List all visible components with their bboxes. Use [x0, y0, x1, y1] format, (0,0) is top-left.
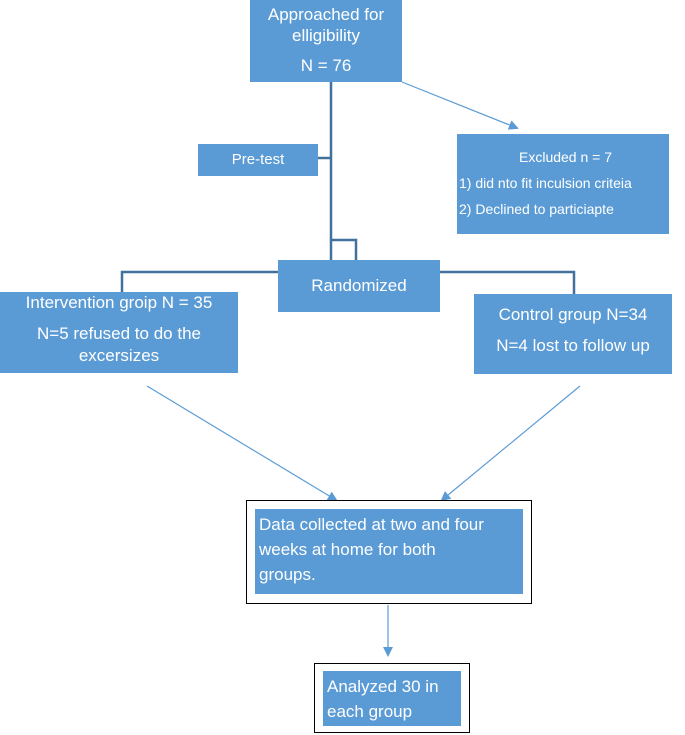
randomized-box: Randomized: [278, 260, 440, 312]
intervention-line-1: Intervention groip N = 35: [25, 293, 213, 312]
randomized-to-control-connector: [440, 270, 576, 294]
randomized-bracket-connector: [331, 238, 358, 260]
control-to-data-arrow: [440, 385, 581, 502]
approached-box: Approached for elligibility N = 76: [250, 0, 402, 82]
excluded-line-3: 2) Declined to particiapte: [459, 201, 614, 217]
data-collected-box: Data collected at two and four weeks at …: [255, 509, 523, 594]
intervention-to-data-arrow: [146, 385, 338, 502]
control-line-2: N=4 lost to follow up: [496, 336, 650, 355]
data-collected-frame: Data collected at two and four weeks at …: [246, 500, 532, 604]
randomized-label: Randomized: [311, 276, 407, 295]
approached-to-excluded-arrow: [401, 81, 519, 130]
data-collected-line-1: Data collected at two and four: [259, 515, 484, 534]
data-collected-line-2: weeks at home for both: [259, 540, 436, 559]
approached-line-3: N = 76: [300, 56, 352, 75]
excluded-box: Excluded n = 7 1) did nto fit inculsion …: [457, 134, 669, 234]
analyzed-box: Analyzed 30 in each group: [323, 671, 461, 726]
intervention-box: Intervention groip N = 35 N=5 refused to…: [0, 292, 238, 373]
intervention-line-2: N=5 refused to do the: [37, 324, 201, 343]
pretest-label: Pre-test: [231, 151, 285, 168]
randomized-to-intervention-connector: [120, 270, 278, 292]
excluded-line-1: Excluded n = 7: [519, 149, 613, 165]
approached-line-1: Approached for: [267, 5, 385, 24]
excluded-line-2: 1) did nto fit inculsion criteia: [459, 175, 632, 191]
data-collected-line-3: groups.: [259, 565, 316, 584]
control-line-1: Control group N=34: [498, 305, 648, 324]
pretest-box: Pre-test: [198, 144, 318, 176]
control-box: Control group N=34 N=4 lost to follow up: [474, 294, 672, 374]
analyzed-line-2: each group: [327, 702, 413, 721]
analyzed-line-1: Analyzed 30 in: [327, 677, 439, 696]
intervention-line-3: excersizes: [78, 346, 160, 365]
analyzed-frame: Analyzed 30 in each group: [314, 663, 470, 733]
approached-line-2: elligibility: [291, 26, 361, 45]
